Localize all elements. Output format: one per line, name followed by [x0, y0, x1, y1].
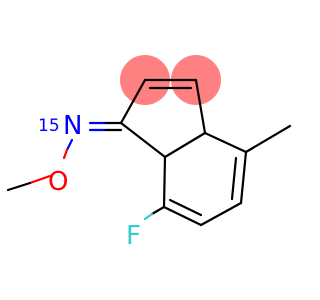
nitrogen-atom-label: N [63, 111, 82, 141]
bond-o-methyl [28, 174, 52, 185]
oxygen-atom-label: O [48, 167, 68, 197]
molecule-canvas: 15 N O F [6, 55, 292, 251]
bond-c7a-c1 [119, 121, 167, 159]
nitrogen-isotope-label: 15 [38, 116, 60, 136]
bond-c7-c7a [162, 155, 167, 209]
bond-c6-c7-double [168, 198, 203, 217]
bond-c7-f [150, 205, 166, 216]
bond-c3a-c7a [163, 131, 207, 159]
bond-c4-c5 [239, 150, 248, 205]
bond-c5-c6 [199, 201, 243, 227]
molecule-structure: 15 N O F [6, 55, 292, 251]
bond-c4-methyl [244, 124, 292, 154]
bond-c6-c7 [162, 205, 203, 227]
bond-c4-c5-double [230, 156, 238, 201]
bond-n-o [65, 138, 74, 152]
bond-o-methyl-c-half [6, 181, 32, 192]
bond-c3-c3a [194, 78, 207, 135]
bond-c1-c2 [119, 78, 147, 125]
bond-n-o-o-half [62, 148, 69, 160]
bond-c3a-c4 [203, 131, 248, 154]
bond-c7-f-f-half [143, 212, 154, 221]
fluorine-atom-label: F [126, 221, 141, 251]
bonds [6, 78, 292, 227]
